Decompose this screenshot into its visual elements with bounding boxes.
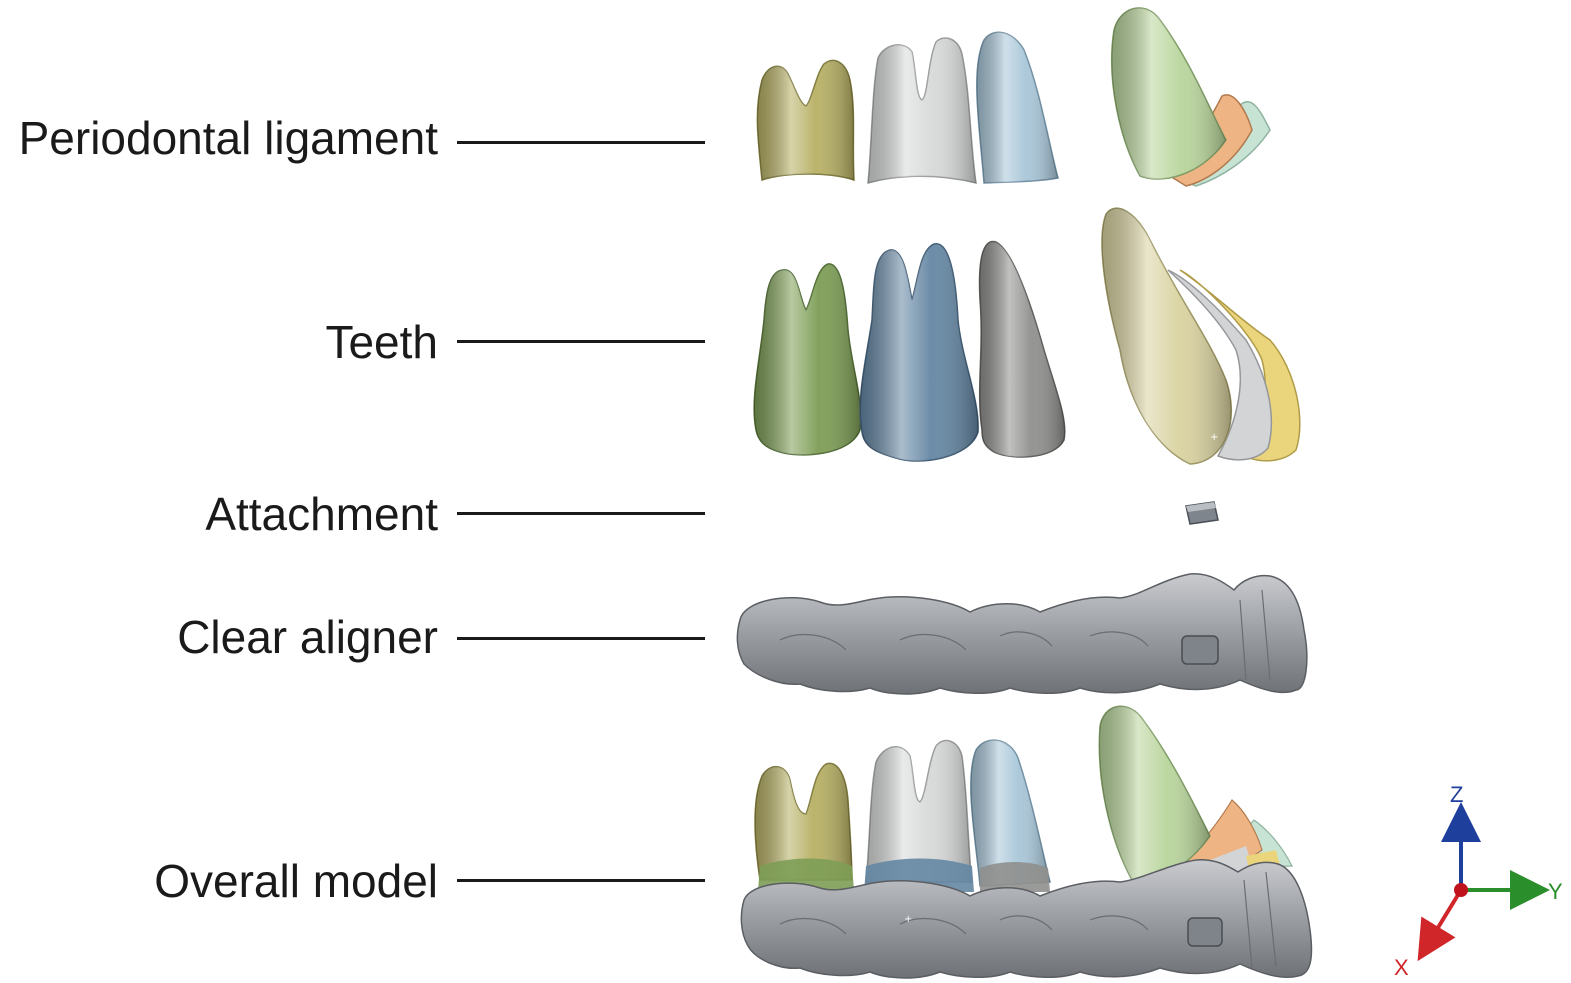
axes-origin <box>1454 883 1468 897</box>
tooth-second-premolar <box>978 240 1066 458</box>
leader-line-overall-model <box>457 879 705 882</box>
pdl-molar <box>756 59 855 182</box>
leader-line-periodontal-ligament <box>457 141 705 144</box>
overall-model: + <box>740 705 1313 979</box>
label-overall-model: Overall model <box>154 855 438 907</box>
clear-aligner <box>736 573 1308 695</box>
svg-text:+: + <box>904 914 912 925</box>
x-axis-arrow <box>1417 888 1463 962</box>
x-axis-label: X <box>1394 955 1409 980</box>
label-periodontal-ligament: Periodontal ligament <box>18 112 438 164</box>
coordinate-axes: Z Y X <box>1394 782 1563 980</box>
z-axis-label: Z <box>1450 782 1463 807</box>
pdl-second-premolar <box>976 31 1059 184</box>
pdl-incisors <box>1111 7 1271 187</box>
aligner-attachment-bump <box>1181 635 1219 665</box>
svg-text:+: + <box>1210 432 1218 443</box>
tooth-first-premolar <box>859 243 979 462</box>
leader-line-clear-aligner <box>457 637 705 640</box>
tooth-incisors: + <box>1101 207 1301 465</box>
label-clear-aligner: Clear aligner <box>177 611 438 663</box>
leader-line-attachment <box>457 512 705 515</box>
attachment-block <box>1185 501 1219 525</box>
pdl-row <box>756 7 1271 187</box>
tooth-molar <box>753 263 862 456</box>
y-axis-label: Y <box>1548 879 1563 904</box>
teeth-row: + <box>753 207 1301 465</box>
overall-attachment-bump <box>1187 917 1223 947</box>
label-teeth: Teeth <box>325 316 438 368</box>
label-attachment: Attachment <box>205 488 438 540</box>
leader-line-teeth <box>457 340 705 343</box>
pdl-first-premolar <box>867 37 977 185</box>
